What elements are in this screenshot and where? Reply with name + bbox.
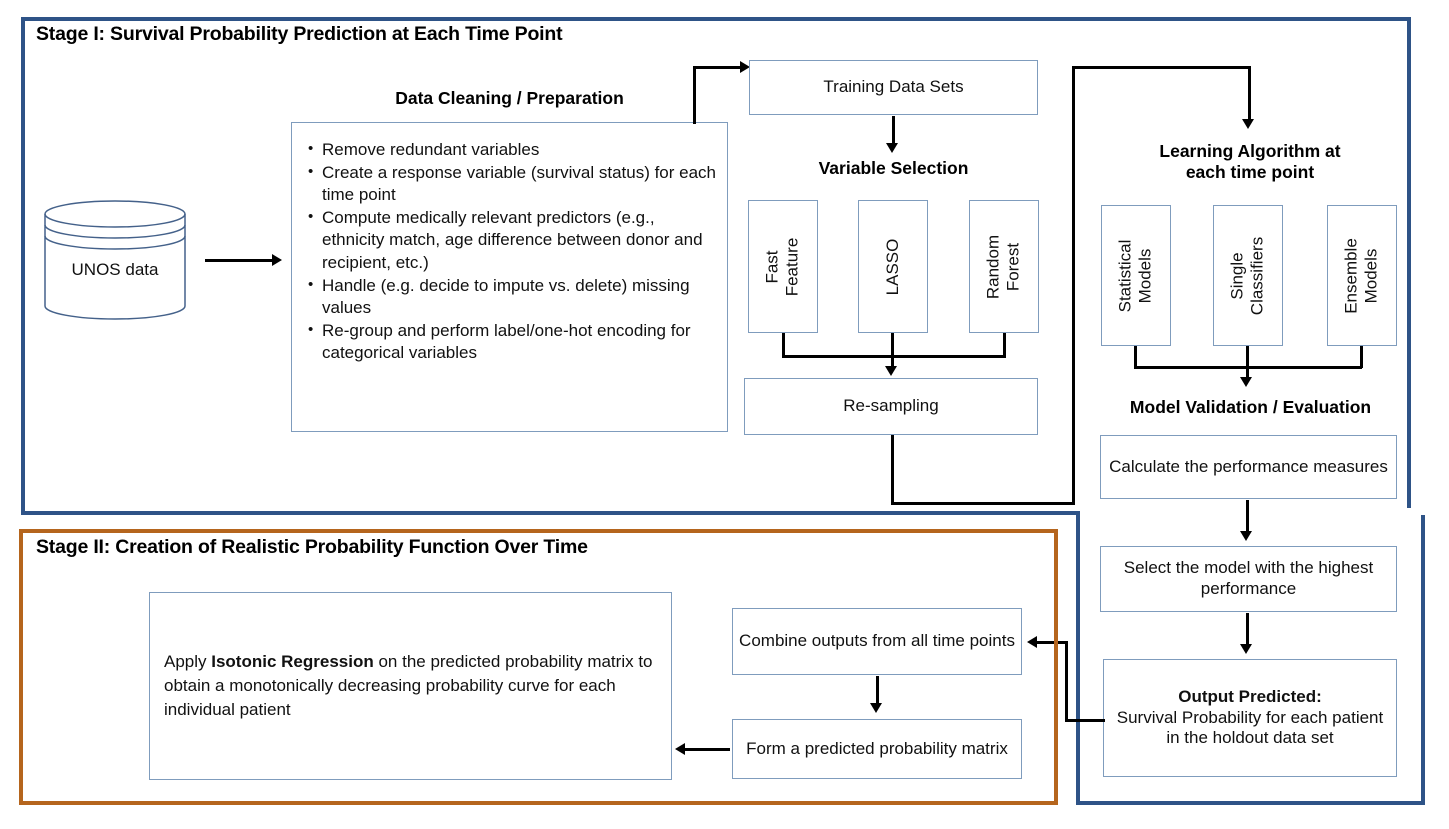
connector-up-to-learning xyxy=(1072,66,1075,504)
varsel-label-random-forest: Random Forest xyxy=(984,234,1025,298)
form-matrix-box: Form a predicted probability matrix xyxy=(732,719,1022,779)
stage-1-frame xyxy=(21,17,1411,515)
connector-output-to-combine xyxy=(1037,641,1067,644)
learning-box-statistical-models: Statistical Models xyxy=(1101,205,1171,346)
connector-single-down xyxy=(1246,346,1249,380)
data-cleaning-box: Remove redundant variables Create a resp… xyxy=(291,122,728,432)
output-predicted-box: Output Predicted: Survival Probability f… xyxy=(1103,659,1397,777)
calculate-performance-box: Calculate the performance measures xyxy=(1100,435,1397,499)
varsel-box-random-forest: Random Forest xyxy=(969,200,1039,333)
output-predicted-title: Output Predicted: xyxy=(1178,686,1322,706)
connector-lasso-down xyxy=(891,333,894,369)
unos-database-shape: UNOS data xyxy=(40,198,190,323)
select-best-model-box: Select the model with the highest perfor… xyxy=(1100,546,1397,612)
connector-training-to-varsel xyxy=(892,116,895,145)
arrowhead-to-training xyxy=(740,61,750,73)
isotonic-regression-box: Apply Isotonic Regression on the predict… xyxy=(149,592,672,780)
connector-fastfeature-down xyxy=(782,333,785,357)
learning-label-line1: Ensemble xyxy=(1341,237,1361,314)
arrowhead-to-model-validation xyxy=(1240,377,1252,387)
learning-box-ensemble-models: Ensemble Models xyxy=(1327,205,1397,346)
isotonic-emphasis: Isotonic Regression xyxy=(211,651,374,671)
arrowhead-select-to-output xyxy=(1240,644,1252,654)
heading-variable-selection: Variable Selection xyxy=(818,158,969,178)
connector-statistical-down xyxy=(1134,346,1137,368)
training-data-sets-box: Training Data Sets xyxy=(749,60,1038,115)
unos-database-label: UNOS data xyxy=(71,260,159,279)
varsel-label-lasso: LASSO xyxy=(882,238,902,295)
connector-top-to-learning xyxy=(1072,66,1250,69)
learning-label-line2: Classifiers xyxy=(1248,236,1267,315)
learning-label-line2: Models xyxy=(1362,248,1381,303)
arrowhead-combine-to-form xyxy=(870,703,882,713)
varsel-label-fast-feature: Fast Feature xyxy=(763,237,804,296)
connector-output-left xyxy=(1065,719,1105,722)
heading-learning-algorithm: Learning Algorithm at each time point xyxy=(1100,141,1400,183)
connector-varsel-merge xyxy=(782,355,1006,358)
connector-resampling-right xyxy=(891,502,1075,505)
arrowhead-form-to-isotonic xyxy=(675,743,685,755)
list-item: Handle (e.g. decide to impute vs. delete… xyxy=(306,275,717,320)
arrowhead-to-resampling xyxy=(885,366,897,376)
connector-ensemble-down xyxy=(1360,346,1363,368)
varsel-label-line2: Feature xyxy=(783,237,802,296)
heading-learning-line1: Learning Algorithm at xyxy=(1159,141,1341,161)
connector-cleaning-up xyxy=(693,66,696,124)
connector-resampling-down xyxy=(891,435,894,505)
list-item: Re-group and perform label/one-hot encod… xyxy=(306,320,717,365)
resampling-box: Re-sampling xyxy=(744,378,1038,435)
varsel-box-fast-feature: Fast Feature xyxy=(748,200,818,333)
heading-model-validation: Model Validation / Evaluation xyxy=(1129,397,1372,417)
arrowhead-db-to-cleaning xyxy=(272,254,282,266)
stage-1-title: Stage I: Survival Probability Prediction… xyxy=(36,23,563,45)
connector-cleaning-to-training xyxy=(693,66,743,69)
connector-randomforest-down xyxy=(1003,333,1006,357)
arrowhead-to-learning xyxy=(1242,119,1254,129)
connector-select-to-output xyxy=(1246,613,1249,647)
varsel-label-line1: Fast xyxy=(762,249,782,284)
output-predicted-body: Survival Probability for each patient in… xyxy=(1116,707,1384,748)
stage-2-title: Stage II: Creation of Realistic Probabil… xyxy=(36,536,588,558)
connector-output-up xyxy=(1065,641,1068,721)
learning-label-line1: Single xyxy=(1227,251,1247,300)
list-item: Remove redundant variables xyxy=(306,139,717,162)
list-item: Compute medically relevant predictors (e… xyxy=(306,207,717,275)
connector-calc-to-select xyxy=(1246,500,1249,534)
isotonic-regression-text: Apply Isotonic Regression on the predict… xyxy=(150,650,671,722)
connector-form-to-isotonic xyxy=(684,748,730,751)
heading-data-cleaning: Data Cleaning / Preparation xyxy=(395,88,624,108)
isotonic-prefix: Apply xyxy=(164,651,212,671)
combine-outputs-box: Combine outputs from all time points xyxy=(732,608,1022,675)
learning-box-single-classifiers: Single Classifiers xyxy=(1213,205,1283,346)
stage-1-right-extension-frame xyxy=(1076,515,1425,805)
arrowhead-training-to-varsel xyxy=(886,143,898,153)
list-item: Create a response variable (survival sta… xyxy=(306,162,717,207)
varsel-label-line2: Forest xyxy=(1004,242,1023,291)
stage-2-frame xyxy=(19,529,1058,805)
connector-combine-to-form xyxy=(876,676,879,706)
learning-label-ensemble-models: Ensemble Models xyxy=(1342,238,1383,314)
heading-learning-line2: each time point xyxy=(1185,162,1315,182)
connector-db-to-cleaning xyxy=(205,259,273,262)
connector-learning-down xyxy=(1248,66,1251,122)
arrowhead-output-to-combine xyxy=(1027,636,1037,648)
varsel-label-line1: Random xyxy=(983,234,1003,299)
isotonic-suffix: on the predicted probability matrix to o… xyxy=(164,651,653,720)
learning-label-line1: Statistical xyxy=(1115,239,1135,312)
data-cleaning-bullet-list: Remove redundant variables Create a resp… xyxy=(306,139,717,365)
learning-label-line2: Models xyxy=(1136,248,1155,303)
varsel-box-lasso: LASSO xyxy=(858,200,928,333)
learning-label-single-classifiers: Single Classifiers xyxy=(1228,236,1269,314)
stage-1-frame-joint-mask xyxy=(1080,508,1421,520)
learning-label-statistical-models: Statistical Models xyxy=(1116,239,1157,312)
arrowhead-calc-to-select xyxy=(1240,531,1252,541)
